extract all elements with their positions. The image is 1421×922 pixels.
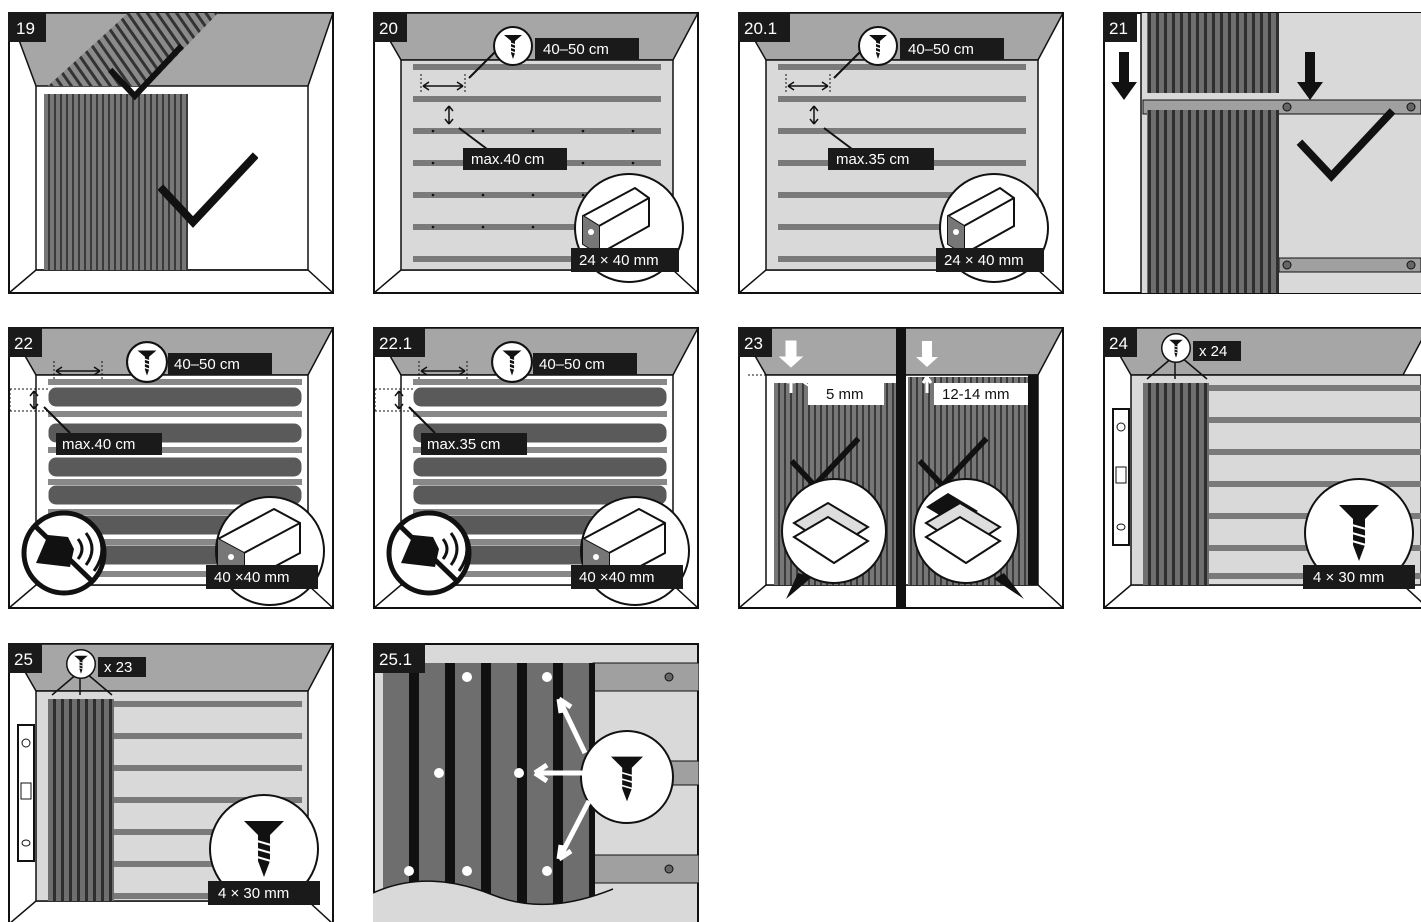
panel-22: 40–50 cm max.40 cm 40 ×40 mm 22	[8, 327, 334, 609]
screw-icon	[1162, 334, 1191, 363]
panel-19: 19	[8, 12, 334, 294]
screw-icon	[492, 342, 532, 382]
spacing-label: 40–50 cm	[174, 356, 240, 373]
max-label: max.40 cm	[62, 436, 135, 453]
panel-number: 23	[744, 334, 763, 353]
panel-number: 25	[14, 650, 33, 669]
count-label: x 23	[104, 659, 132, 676]
count-label: x 24	[1199, 343, 1227, 360]
max-label: max.35 cm	[836, 151, 909, 168]
panel-22-1: 40–50 cm max.35 cm 40 ×40 mm 22.1	[373, 327, 699, 609]
spirit-level-icon	[18, 725, 34, 861]
panel-20: 40–50 cm max.40 cm 24 × 40 mm 20	[373, 12, 699, 294]
panel-20-1: 40–50 cm max.35 cm 24 × 40 mm 20.1	[738, 12, 1064, 294]
size-label: 40 ×40 mm	[579, 569, 654, 586]
size-label: 24 × 40 mm	[579, 252, 659, 269]
no-ground-contact-icon	[389, 513, 469, 593]
spacing-label: 40–50 cm	[543, 41, 609, 58]
spirit-level-icon	[1113, 409, 1129, 545]
gap-right-label: 12-14 mm	[942, 386, 1010, 403]
screw-size-label: 4 × 30 mm	[218, 885, 289, 902]
no-ground-contact-icon	[24, 513, 104, 593]
size-label: 24 × 40 mm	[944, 252, 1024, 269]
max-label: max.40 cm	[471, 151, 544, 168]
panel-number: 20	[379, 19, 398, 38]
screw-icon	[494, 27, 532, 65]
panel-25-1: 25.1	[373, 643, 699, 922]
panel-25: x 23 4 × 30 mm 25	[8, 643, 334, 922]
gap-left-label: 5 mm	[826, 386, 864, 403]
panel-number: 25.1	[379, 650, 412, 669]
spacing-label: 40–50 cm	[539, 356, 605, 373]
panel-number: 21	[1109, 19, 1128, 38]
wall-boards	[44, 94, 188, 270]
panel-24: x 24 4 × 30 mm 24	[1103, 327, 1421, 609]
panel-21: 21	[1103, 12, 1421, 294]
max-label: max.35 cm	[427, 436, 500, 453]
panel-23: 5 mm 12-14 mm 23	[738, 327, 1064, 609]
screw-icon	[127, 342, 167, 382]
screw-icon	[67, 650, 96, 679]
panel-number: 20.1	[744, 19, 777, 38]
size-label: 40 ×40 mm	[214, 569, 289, 586]
spacing-label: 40–50 cm	[908, 41, 974, 58]
panel-number: 19	[16, 19, 35, 38]
screw-size-label: 4 × 30 mm	[1313, 569, 1384, 586]
panel-number: 24	[1109, 334, 1128, 353]
panel-number: 22	[14, 334, 33, 353]
screw-icon	[859, 27, 897, 65]
panel-number: 22.1	[379, 334, 412, 353]
